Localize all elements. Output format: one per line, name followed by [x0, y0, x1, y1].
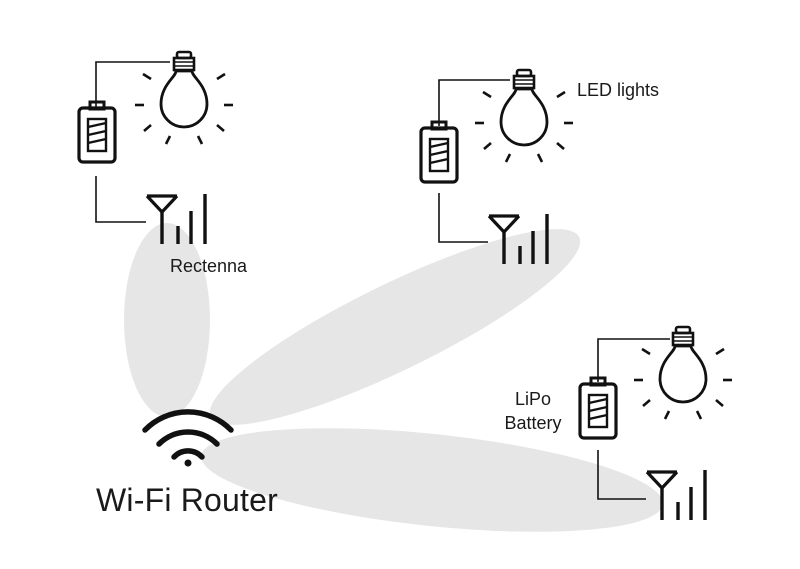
led-lights-label: LED lights — [577, 80, 660, 100]
router-label: Wi-Fi Router — [96, 482, 278, 518]
node-top-left — [77, 50, 235, 246]
beam-to-bottom-right — [201, 428, 663, 532]
wifi-beams — [124, 223, 663, 532]
battery-icon — [419, 120, 459, 184]
battery-icon — [77, 100, 117, 164]
wire — [95, 61, 170, 108]
light-bulb-icon — [473, 68, 575, 164]
beam-to-top-right — [209, 229, 581, 425]
wifi-icon — [142, 409, 234, 467]
battery-icon — [578, 376, 618, 440]
light-bulb-icon — [133, 50, 235, 146]
node-bottom-right — [578, 325, 734, 522]
light-bulb-icon — [632, 325, 734, 421]
lipo-label-line2: Battery — [504, 413, 562, 433]
lipo-battery-label: LiPo Battery — [498, 387, 568, 435]
wire — [597, 338, 670, 382]
wire — [438, 193, 488, 243]
node-top-right — [419, 68, 575, 266]
wire — [438, 79, 510, 126]
lipo-label-line1: LiPo — [514, 389, 552, 409]
rectenna-label: Rectenna — [170, 256, 248, 276]
wire — [597, 450, 646, 500]
beam-to-top-left — [124, 223, 210, 417]
wire — [95, 176, 146, 223]
